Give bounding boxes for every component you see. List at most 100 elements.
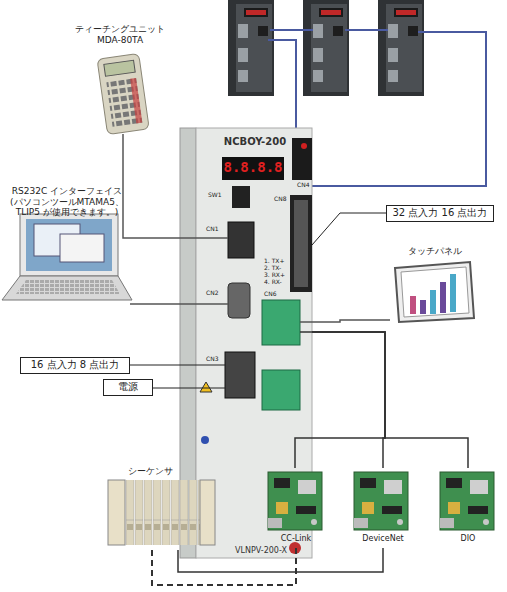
laptop-pc-part [60,234,104,262]
sequencer [108,480,215,545]
connector-label: 2. TX- [264,265,281,272]
node-title: シーケンサ [120,466,180,476]
teaching-pendant-part [130,78,142,123]
controller-body-part [225,352,255,398]
touch-panel-part [410,296,416,314]
controller-body-part [200,382,212,392]
teaching-pendant-part [97,53,149,134]
servo-drivers [228,0,424,96]
network-board: CC-Link [264,468,328,548]
node-text: MDA-80TA [58,35,182,45]
touch-panel-device: タッチパネル [390,246,480,326]
teaching-pendant-part [106,78,142,128]
servo-drivers-part [303,0,349,96]
controller-body-part [300,331,312,333]
controller-body-part [180,237,228,239]
connector-label: CN8 [274,196,287,203]
connector-line [123,134,180,238]
touch-panel-part [395,262,474,322]
node-title: CC-Link [264,534,328,543]
pc-device: RS232C インターフェイス(パソコンツールMTAMA5、 TLIP5 が使用… [0,186,134,308]
connector-label: 3. RX+ [264,272,285,279]
controller-body-part [180,365,225,366]
controller-body-part [201,436,209,444]
connector-line [312,213,386,245]
laptop-pc-part [16,280,120,294]
driver-cable-part [306,32,486,186]
touch-panel [395,262,474,322]
node-title: DeviceNet [350,534,416,543]
sequencer-part [108,480,125,545]
servo-drivers-part [228,0,274,96]
controller-body-part [262,300,300,345]
laptop-pc-part [20,214,118,276]
driver-cable-part [270,29,313,31]
network-boards-part [268,472,322,530]
node-title: タッチパネル [390,246,480,256]
controller-body-part [222,157,284,180]
controller-body-part [228,283,250,318]
driver-cable-part [345,29,388,31]
laptop-pc-part [130,303,134,305]
connector-label: 4. RX- [264,279,282,286]
callout-box: 電源 [103,379,153,396]
touch-panel-part [440,282,446,313]
touch-panel-part [450,274,456,312]
node-title: ティーチングユニット [58,24,182,34]
touch-panel-part [420,300,426,314]
controller-body-part [180,388,225,389]
connector-label: CN2 [206,290,219,297]
laptop-pc-part [2,276,132,300]
laptop-pc [2,214,134,304]
teaching-pendant-part [104,60,135,76]
node-text: (パソコンツールMTAMA5、 TLIP5 が使用できます。) [7,197,127,218]
connector-label: CN4 [297,182,310,189]
connector-line [130,365,180,366]
sequencer-part [125,480,206,545]
node-title: 電源 [104,381,152,393]
callout-box: 32 点入力 16 点出力 [386,205,494,222]
connector-line [312,320,390,322]
controller-body-part [262,370,300,410]
network-boards-part [440,472,494,530]
connector-label: CN1 [206,226,219,233]
connector-line [153,388,180,389]
node-title: NCBOY-200 [210,136,300,148]
touch-panel-part [401,267,469,317]
controller-body-part [294,200,308,287]
teaching-pendant [97,53,149,134]
controller-body-part [301,143,307,149]
servo-drivers-part [378,0,424,96]
connector-label: 1. TX+ [264,258,284,265]
controller-body-part [232,186,250,208]
node-title: 32 点入力 16 点出力 [387,207,493,219]
controller-body-part [292,138,312,180]
connector-line [312,332,385,468]
laptop-pc-part [26,219,112,271]
network-board: DeviceNet [350,468,416,548]
network-board: DIO [435,468,501,548]
controller-body-part [300,321,312,323]
driver-cable [268,30,486,186]
connector-line [134,303,180,305]
controller-body-part [180,303,228,305]
controller-unit: NCBOY-200VLNPV-200-X [180,128,312,558]
touch-panel-part [430,290,436,314]
callout-box: 16 点入力 8 点出力 [20,357,130,374]
sequencer-part [200,480,215,545]
controller-body-part [289,542,301,554]
device-label: ティーチングユニットMDA-80TA [58,24,182,134]
connector-label: CN3 [206,356,219,363]
connector-line [295,332,385,468]
node-text: VLNPV-200-X [216,546,306,555]
node-title: 16 点入力 8 点出力 [21,359,129,371]
node-title: RS232C インターフェイス [0,186,134,196]
led-display: 8.8.8.8 [222,159,284,175]
controller-body-part [290,195,312,292]
network-boards-part [354,472,408,530]
